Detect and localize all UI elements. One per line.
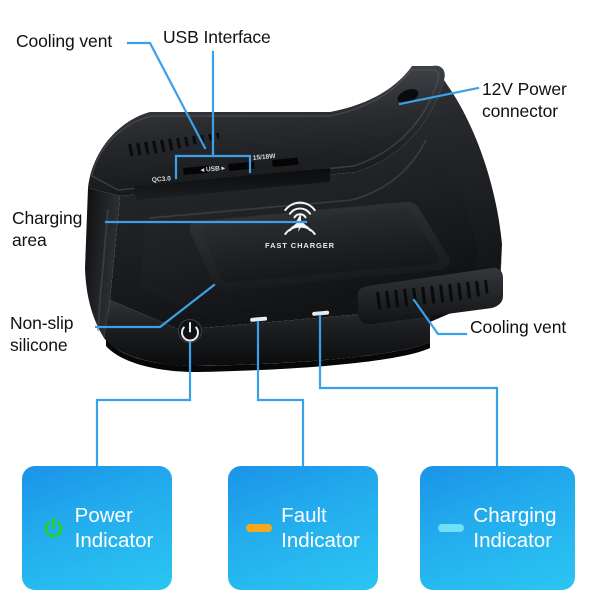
rear-wall-highlight [91,69,440,191]
device-rear-wall [88,65,445,197]
card-fault-label: Fault Indicator [281,504,360,552]
dash-icon [438,524,465,532]
card-fault-indicator[interactable]: Fault Indicator [228,466,378,590]
usb-port-watt [272,157,299,167]
port-label-qc30: QC3.0 [152,175,172,184]
label-12v-power-connector: 12V Power connector [482,79,567,121]
power-connector-port [397,89,419,103]
leader-cooling-vent-top [126,41,207,150]
label-non-slip-silicone: Non-slip silicone [10,313,74,355]
vent-block-body [357,267,503,325]
left-wall-highlight [97,209,109,331]
led-fault [250,316,268,322]
card-power-indicator[interactable]: Power Indicator [22,466,172,590]
leader-12v-power [398,86,480,106]
power-icon [44,517,63,537]
usb-port-qc30 [183,165,210,175]
label-cooling-vent-top: Cooling vent [16,31,113,51]
leader-power-indicator[interactable] [95,341,192,468]
card-charging-label: Charging Indicator [473,504,557,552]
leader-fault-indicator[interactable] [256,320,305,468]
usb-bracket [174,154,252,180]
card-charging-indicator[interactable]: Charging Indicator [420,466,575,590]
front-bottom-lip [106,340,430,372]
tray-rim-highlight [149,139,427,219]
leader-cooling-vent-right [412,298,468,336]
port-label-watt: 15/18W [253,153,277,162]
led-charging [312,310,330,316]
label-cooling-vent-right: Cooling vent [470,317,567,337]
label-usb-interface: USB Interface [163,27,271,47]
leader-non-slip [94,283,216,329]
usb-port-strip: QC3.0 ◂ USB ▸ 15/18W [134,153,330,200]
dash-icon [246,524,273,532]
leader-charging-indicator[interactable] [318,314,499,468]
pad-inner [202,207,439,283]
card-power-label: Power Indicator [74,504,154,552]
cooling-vent-right [357,267,503,325]
label-charging-area: Charging area [12,208,83,250]
usb-port-usb [228,161,255,171]
port-strip-body [134,168,330,200]
power-icon [181,322,199,342]
device-front-face [104,300,430,366]
pad-logo-text: FAST CHARGER [265,241,335,250]
cooling-vent-left [128,132,220,157]
port-label-usb: ◂ USB ▸ [200,165,226,174]
wireless-charging-pad: FAST CHARGER [189,201,450,291]
